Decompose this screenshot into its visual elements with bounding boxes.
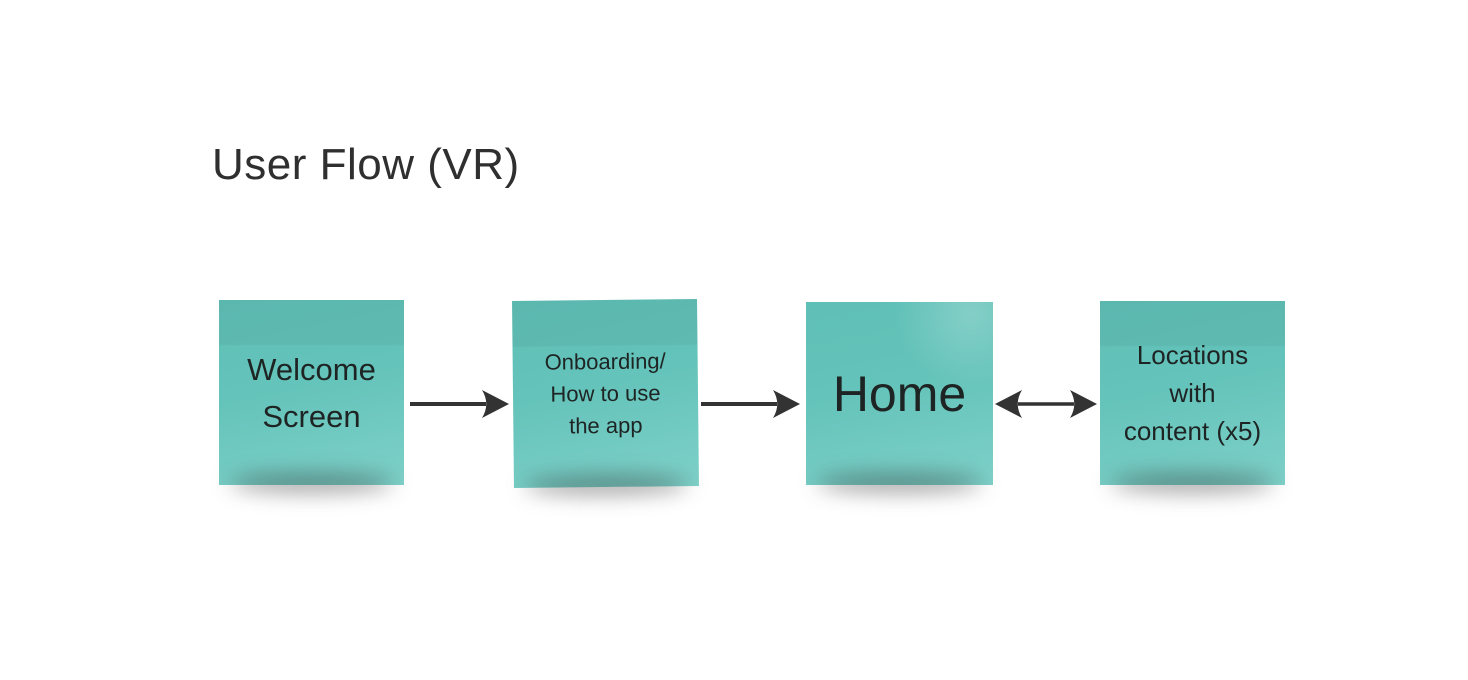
- note-line: content (x5): [1123, 416, 1262, 446]
- note-line: Home: [832, 365, 967, 422]
- arrow-both-icon[interactable]: [994, 387, 1098, 421]
- sticky-note-welcome-screen[interactable]: Welcome Screen: [219, 300, 404, 485]
- note-line: Screen: [262, 398, 361, 434]
- sticky-note-home[interactable]: Home: [806, 302, 993, 485]
- note-line: Onboarding/: [544, 347, 666, 375]
- note-text: Onboarding/ How to use the app: [544, 345, 666, 442]
- sticky-note-onboarding[interactable]: Onboarding/ How to use the app: [512, 299, 699, 488]
- sticky-note-locations[interactable]: Locations with content (x5): [1100, 301, 1285, 485]
- arrow-right-icon[interactable]: [697, 387, 801, 421]
- note-line: the app: [568, 412, 643, 438]
- note-line: Locations: [1136, 340, 1249, 370]
- note-text: Home: [833, 365, 966, 423]
- note-text: Locations with content (x5): [1124, 336, 1261, 450]
- arrow-right-icon[interactable]: [406, 387, 510, 421]
- note-line: with: [1169, 378, 1216, 408]
- note-line: Welcome: [247, 351, 376, 387]
- note-line: How to use: [550, 379, 661, 407]
- page-title: User Flow (VR): [212, 140, 520, 189]
- note-text: Welcome Screen: [247, 346, 376, 440]
